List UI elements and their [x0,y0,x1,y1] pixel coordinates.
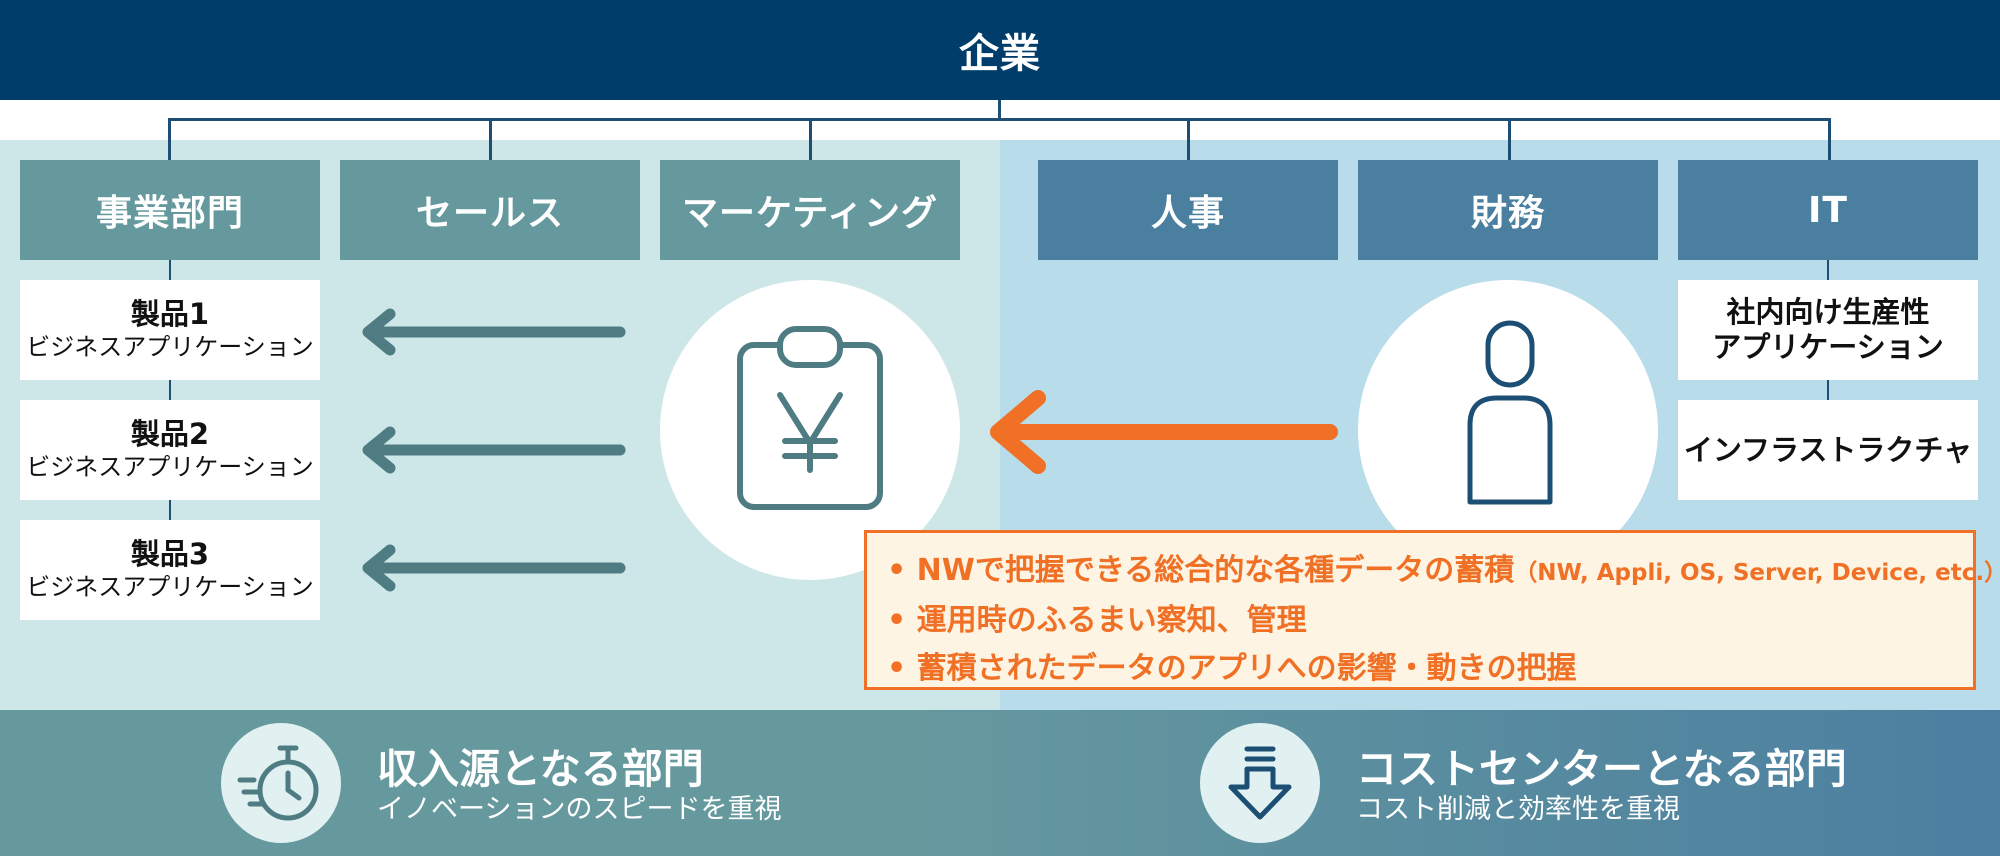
connector-drop [1828,118,1831,160]
dept-sales: セールス [340,160,640,260]
connector-drop [1187,118,1190,160]
product-title: 製品1 [130,297,210,331]
left-arrow-icon [362,308,626,356]
connector-trunk [998,100,1001,120]
it-card-line1: 社内向け生産性 [1726,295,1930,330]
person-icon [1467,320,1553,505]
product-subtitle: ビジネスアプリケーション [26,332,314,361]
note-item: • 蓄積されたデータのアプリへの影響・動きの把握 [887,651,1577,686]
left-arrow-icon [362,426,626,474]
download-icon-badge [1200,723,1320,843]
note-item: • 運用時のふるまい察知、管理 [887,603,1307,638]
connector-drop [1508,118,1511,160]
stopwatch-icon-badge [221,723,341,843]
stopwatch-icon [237,745,319,821]
product-card-2: 製品2 ビジネスアプリケーション [20,400,320,500]
company-header: 企業 [0,0,2000,100]
connector-bar [168,118,1830,121]
connector-drop [489,118,492,160]
product-connector [169,260,171,280]
product-card-3: 製品3 ビジネスアプリケーション [20,520,320,620]
dept-hr: 人事 [1038,160,1338,260]
product-connector [169,500,171,520]
dept-business: 事業部門 [20,160,320,260]
data-flow-arrow [990,390,1338,474]
connector-drop [168,118,171,160]
product-card-1: 製品1 ビジネスアプリケーション [20,280,320,380]
product-subtitle: ビジネスアプリケーション [26,572,314,601]
dept-it: IT [1678,160,1978,260]
connector-drop [809,118,812,160]
data-notes-box: • NWで把握できる総合的な各種データの蓄積（NW, Appli, OS, Se… [864,530,2000,690]
company-title: 企業 [959,31,1041,77]
dept-marketing: マーケティング [660,160,960,260]
note-item: • NWで把握できる総合的な各種データの蓄積（NW, Appli, OS, Se… [887,553,2000,588]
it-connector [1827,260,1829,280]
yen-clipboard-icon [737,326,883,510]
it-card-infrastructure: インフラストラクチャ [1678,400,1978,500]
product-subtitle: ビジネスアプリケーション [26,452,314,481]
arrows-to-products [362,308,626,592]
cost-footer-title: コストセンターとなる部門 [1356,745,1847,793]
it-card-productivity-apps: 社内向け生産性 アプリケーション [1678,280,1978,380]
product-title: 製品2 [130,417,210,451]
revenue-footer-title: 収入源となる部門 [377,745,704,793]
dept-finance: 財務 [1358,160,1658,260]
cost-footer-subtitle: コスト削減と効率性を重視 [1356,794,1680,825]
revenue-footer-subtitle: イノベーションのスピードを重視 [377,794,782,825]
product-title: 製品3 [130,537,210,571]
it-connector [1827,380,1829,400]
it-card-line2: アプリケーション [1712,330,1944,364]
download-icon [1228,746,1292,820]
left-arrow-icon [362,544,626,592]
product-connector [169,380,171,400]
it-card-line1: インフラストラクチャ [1683,432,1973,467]
